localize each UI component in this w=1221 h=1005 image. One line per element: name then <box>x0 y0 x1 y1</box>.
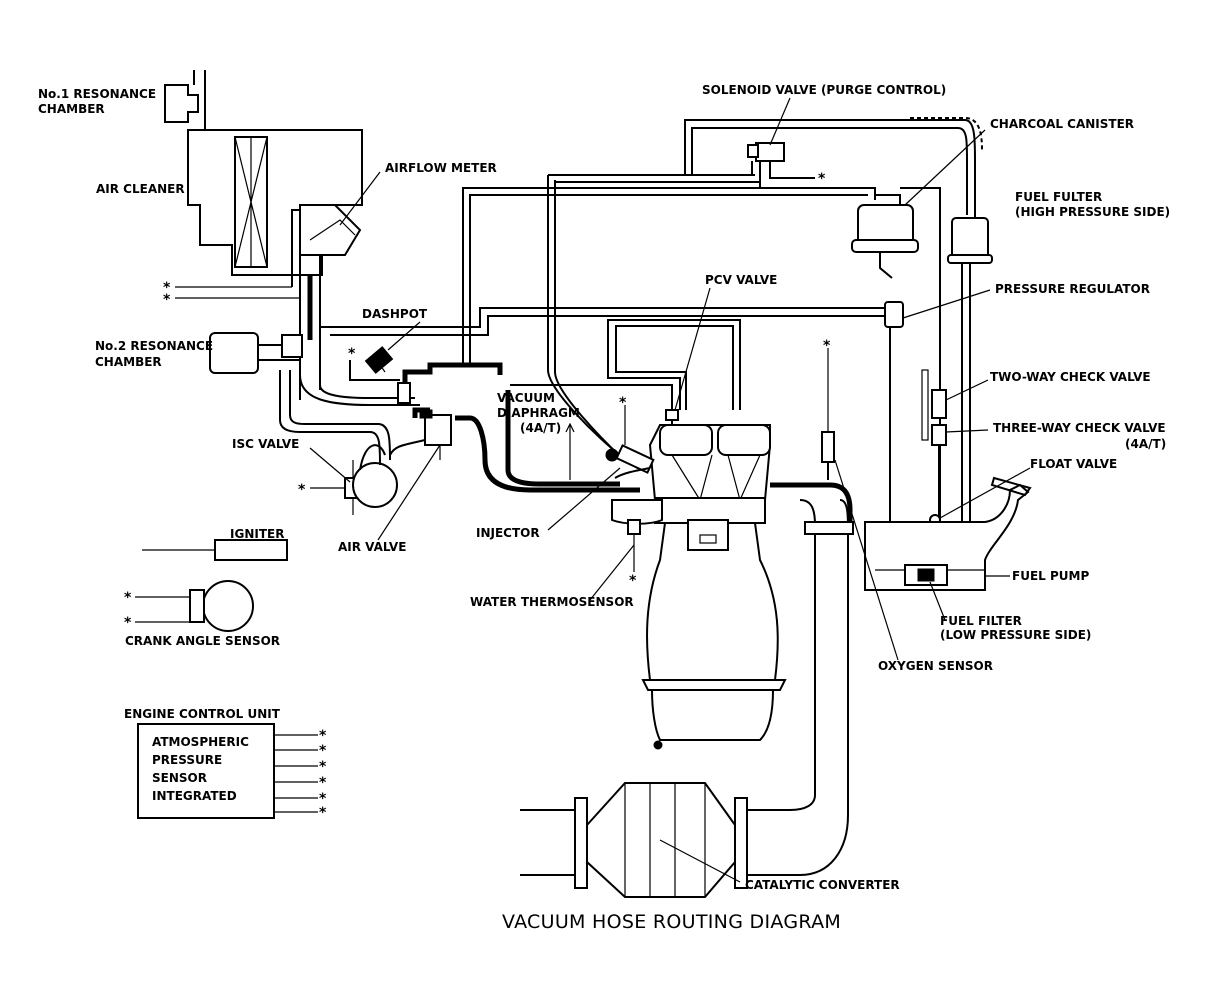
label-charcoal-canister: CHARCOAL CANISTER <box>990 117 1134 131</box>
wire-asterisk: * <box>319 791 327 807</box>
label-airflow-meter: AIRFLOW METER <box>385 161 497 175</box>
wire-asterisk: * <box>163 280 171 296</box>
label-no2-resonance-chamber: CHAMBER <box>95 355 162 369</box>
label-fuel-filter-high-side: (HIGH PRESSURE SIDE) <box>1015 205 1170 219</box>
injector: * <box>605 395 655 479</box>
wire-asterisk: * <box>319 805 327 821</box>
label-no1-resonance: No.1 RESONANCE <box>38 87 156 101</box>
crank-angle-sensor: * * <box>124 580 254 632</box>
label-pressure-regulator: PRESSURE REGULATOR <box>995 282 1150 296</box>
label-igniter: IGNITER <box>230 527 284 541</box>
label-pcv-valve: PCV VALVE <box>705 273 777 287</box>
igniter <box>142 539 288 561</box>
label-three-way-4at: (4A/T) <box>1125 437 1166 451</box>
water-thermosensor: * <box>611 499 663 589</box>
label-float-valve: FLOAT VALVE <box>1030 457 1117 471</box>
label-fuel-filter-high: FUEL FULTER <box>1015 190 1102 204</box>
label-air-valve: AIR VALVE <box>338 540 406 554</box>
engine-control-unit: * * * * * * <box>137 723 327 821</box>
label-solenoid-valve: SOLENOID VALVE (PURGE CONTROL) <box>702 83 946 97</box>
wire-asterisk: * <box>298 482 306 498</box>
wire-asterisk: * <box>319 728 327 744</box>
wire-asterisk: * <box>818 171 826 187</box>
leader-lines <box>309 97 1031 883</box>
label-ecu-pressure: PRESSURE <box>152 753 222 767</box>
label-no2-resonance: No.2 RESONANCE <box>95 339 213 353</box>
label-vacuum: VACUUM <box>497 391 555 405</box>
label-no1-resonance-chamber: CHAMBER <box>38 102 105 116</box>
label-two-way-check-valve: TWO-WAY CHECK VALVE <box>990 370 1151 384</box>
fuel-filter-high <box>947 217 993 555</box>
wire-asterisk: * <box>124 590 132 606</box>
charcoal-canister <box>851 187 941 560</box>
label-three-way-check-valve: THREE-WAY CHECK VALVE <box>993 421 1166 435</box>
label-fuel-filter-low-side: (LOW PRESSURE SIDE) <box>940 628 1091 642</box>
pcv-valve <box>510 319 741 410</box>
engine <box>641 409 787 750</box>
wire-asterisk: * <box>124 615 132 631</box>
fuel-tank <box>864 476 1032 591</box>
label-diaphragm: DIAPHRAGM <box>497 406 580 420</box>
wire-asterisk: * <box>163 292 171 308</box>
label-ecu-sensor: SENSOR <box>152 771 207 785</box>
label-diaphragm-4at: (4A/T) <box>520 421 561 435</box>
label-fuel-pump: FUEL PUMP <box>1012 569 1089 583</box>
label-isc-valve: ISC VALVE <box>232 437 299 451</box>
label-water-thermosensor: WATER THERMOSENSOR <box>470 595 634 609</box>
air-valve <box>389 409 452 460</box>
label-injector: INJECTOR <box>476 526 540 540</box>
wire-asterisk: * <box>319 775 327 791</box>
catalytic-converter <box>520 782 748 898</box>
label-ecu-atmospheric: ATMOSPHERIC <box>152 735 249 749</box>
label-crank-angle-sensor: CRANK ANGLE SENSOR <box>125 634 280 648</box>
wire-asterisk: * <box>319 759 327 775</box>
label-ecu: ENGINE CONTROL UNIT <box>124 707 281 721</box>
isc-valve: * <box>279 370 398 515</box>
check-valves <box>921 369 947 526</box>
wire-asterisk: * <box>348 346 356 362</box>
wire-asterisk: * <box>629 573 637 589</box>
label-ecu-integrated: INTEGRATED <box>152 789 237 803</box>
label-catalytic-converter: CATALYTIC CONVERTER <box>745 878 900 892</box>
label-fuel-filter-low: FUEL FILTER <box>940 614 1022 628</box>
dashpot: * <box>348 346 411 404</box>
diagram-title: VACUUM HOSE ROUTING DIAGRAM <box>502 911 841 933</box>
no2-resonance-chamber <box>209 332 303 374</box>
label-dashpot: DASHPOT <box>362 307 428 321</box>
solenoid-valve: * <box>747 142 826 188</box>
wire-asterisk: * <box>319 743 327 759</box>
vacuum-diaphragm <box>565 422 575 480</box>
oxygen-sensor: * <box>821 338 835 480</box>
wire-asterisk: * <box>619 395 627 411</box>
label-oxygen-sensor: OXYGEN SENSOR <box>878 659 993 673</box>
label-air-cleaner: AIR CLEANER <box>96 182 185 196</box>
wire-asterisk: * <box>823 338 831 354</box>
